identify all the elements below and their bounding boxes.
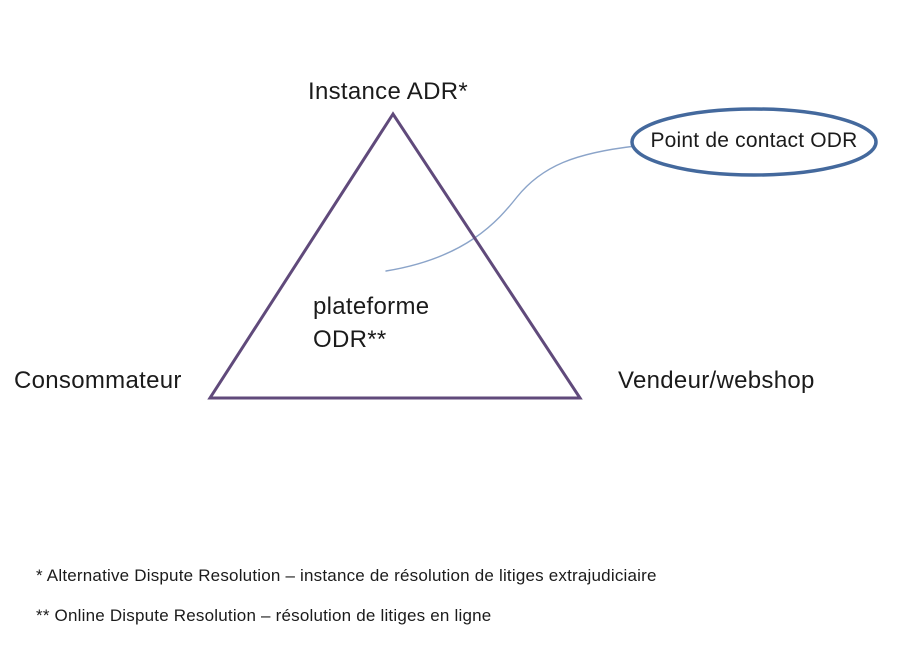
plateforme-odr-line2: ODR** [313, 326, 387, 353]
plateforme-odr-line1: plateforme [313, 293, 430, 320]
point-de-contact-odr-label: Point de contact ODR [650, 129, 858, 152]
triangle-shape [207, 111, 583, 400]
footnote-odr: ** Online Dispute Resolution – résolutio… [36, 606, 492, 625]
callout-ellipse [630, 107, 878, 177]
consommateur-label: Consommateur [14, 367, 182, 394]
connector-curve [385, 145, 637, 272]
vendeur-webshop-label: Vendeur/webshop [618, 367, 815, 394]
plateforme-odr-label: plateforme ODR** [313, 290, 429, 356]
footnote-adr: * Alternative Dispute Resolution – insta… [36, 566, 657, 585]
instance-adr-label: Instance ADR* [308, 78, 468, 105]
